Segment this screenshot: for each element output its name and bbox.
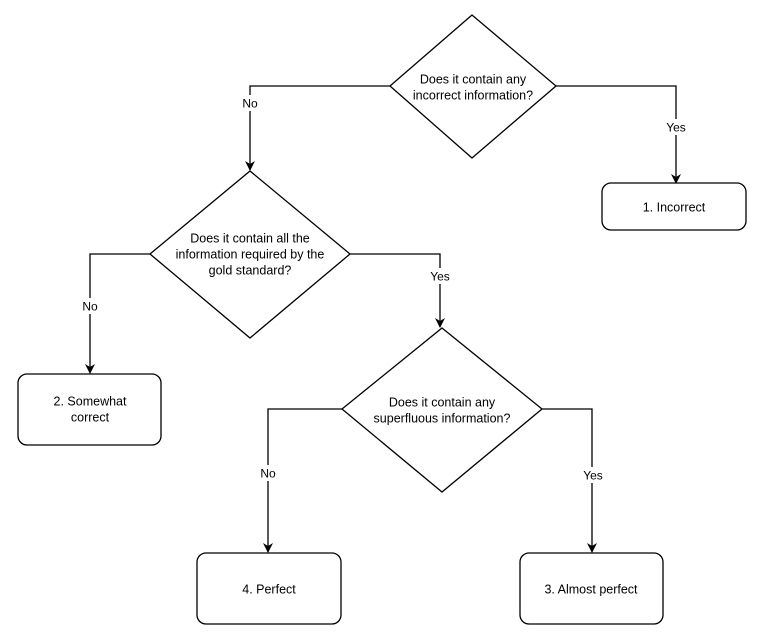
edge-label-all-no: No	[82, 300, 98, 314]
text-line: 2. Somewhat	[54, 395, 127, 409]
outcome-incorrect-text: 1. Incorrect	[643, 201, 706, 215]
outcome-almost-perfect: 3. Almost perfect	[519, 552, 664, 625]
edge-superfluous-no	[263, 408, 342, 553]
edge-label-incorrect-yes: Yes	[666, 121, 686, 135]
text-line: Does it contain all the	[190, 232, 310, 246]
edge-all-no	[85, 253, 150, 374]
text-line: superfluous information?	[374, 412, 511, 426]
text-line: Does it contain any	[420, 73, 527, 87]
outcome-somewhat-correct: 2. Somewhat correct	[17, 373, 162, 446]
decision-all-info-text: Does it contain all the information requi…	[176, 232, 325, 278]
edge-label-superfluous-yes: Yes	[583, 469, 603, 483]
decision-all-info: Does it contain all the information requi…	[148, 170, 352, 339]
outcome-perfect: 4. Perfect	[196, 552, 342, 625]
text-line: 1. Incorrect	[643, 201, 706, 215]
outcome-box	[601, 182, 747, 231]
edge-label-incorrect-no: No	[242, 97, 258, 111]
edge-all-yes	[350, 253, 445, 328]
text-line: Does it contain any	[389, 396, 496, 410]
edge-label-all-yes: Yes	[430, 270, 450, 284]
decision-diamond	[389, 14, 558, 159]
decision-incorrect-info: Does it contain any incorrect information…	[389, 14, 558, 159]
edge-superfluous-yes	[542, 408, 597, 553]
text-line: 3. Almost perfect	[544, 583, 638, 597]
edge-labels: No Yes No Yes No Yes	[78, 95, 690, 483]
outcome-box	[519, 552, 664, 625]
outcome-perfect-text: 4. Perfect	[242, 583, 296, 597]
outcome-almost-perfect-text: 3. Almost perfect	[544, 583, 638, 597]
decision-incorrect-info-text: Does it contain any incorrect information…	[413, 73, 533, 103]
text-line: 4. Perfect	[242, 583, 296, 597]
outcome-incorrect: 1. Incorrect	[601, 182, 747, 231]
edge-incorrect-no	[245, 85, 390, 171]
decision-superfluous-text: Does it contain any superfluous informati…	[374, 396, 511, 426]
text-line: information required by the	[176, 248, 325, 262]
outcome-box	[17, 373, 162, 446]
text-line: incorrect information?	[413, 89, 533, 103]
outcome-somewhat-correct-text: 2. Somewhat correct	[54, 395, 127, 425]
edge-label-superfluous-no: No	[260, 467, 276, 481]
decision-diamond	[340, 327, 544, 493]
edge-incorrect-yes	[556, 85, 681, 184]
text-line: correct	[71, 411, 110, 425]
decision-diamond	[148, 170, 352, 339]
outcome-box	[196, 552, 342, 625]
edges	[85, 85, 681, 553]
text-line: gold standard?	[209, 264, 292, 278]
decision-superfluous: Does it contain any superfluous informati…	[340, 327, 544, 493]
